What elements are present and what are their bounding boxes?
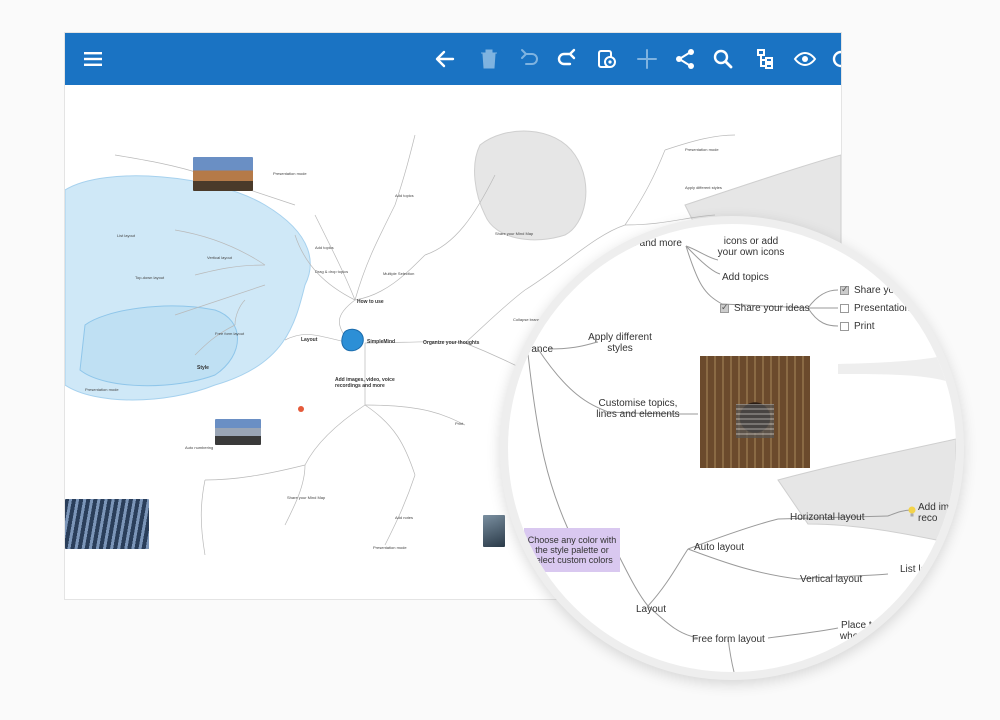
share-icon[interactable] — [669, 43, 701, 75]
mag-add-img[interactable]: Add ima reco — [918, 502, 955, 524]
small-node[interactable]: Presentation mode — [373, 545, 407, 550]
branch-layout[interactable]: Layout — [301, 337, 318, 343]
mag-customise[interactable]: Customise topics, lines and elements — [596, 398, 680, 420]
magnifier-lens: , voice and more icons or add your own i… — [500, 216, 964, 680]
central-node-shape — [341, 328, 364, 352]
redo-icon[interactable] — [551, 43, 583, 75]
small-node[interactable]: Presentation mode — [273, 171, 307, 176]
small-node[interactable]: Drag & drop topics — [315, 269, 349, 274]
mag-vertical-layout[interactable]: Vertical layout — [800, 574, 863, 585]
photo-partial — [483, 515, 505, 547]
mag-style-fragment: rance — [528, 344, 554, 355]
photo-bridge — [65, 499, 149, 549]
mag-place-topics[interactable]: Place topics where you w — [839, 620, 897, 642]
undo-icon[interactable] — [513, 43, 545, 75]
small-node[interactable]: Presentation mode — [685, 147, 719, 152]
small-node[interactable]: Add topics — [395, 193, 414, 198]
photo-street — [215, 419, 261, 445]
photo-city — [193, 157, 253, 191]
small-node[interactable]: Collapse branches — [513, 317, 547, 322]
small-node[interactable]: Share your Mind Map — [495, 231, 534, 236]
mag-check-print[interactable]: Print — [854, 321, 875, 332]
mag-add-topics[interactable]: Add topics — [722, 272, 769, 283]
back-arrow-icon[interactable] — [429, 43, 461, 75]
small-node[interactable]: Add topics — [315, 245, 334, 250]
style-palette-note[interactable]: Choose any color with the style palette … — [524, 528, 620, 572]
check-print[interactable] — [840, 322, 849, 331]
style-palette-icon[interactable] — [591, 43, 623, 75]
search-icon[interactable] — [707, 43, 739, 75]
mag-photo-interior — [700, 356, 810, 468]
central-topic[interactable]: SimpleMind — [367, 339, 396, 345]
small-node[interactable]: Free form layout — [215, 331, 245, 336]
view-eye-icon[interactable] — [789, 43, 821, 75]
small-node[interactable]: Top-down layout — [135, 275, 165, 280]
menu-icon[interactable] — [77, 43, 109, 75]
mag-apply-styles[interactable]: Apply different styles — [588, 332, 652, 354]
small-node[interactable]: Auto numbering — [185, 445, 214, 450]
toolbar — [65, 33, 841, 85]
branch-how-to-use[interactable]: How to use — [357, 299, 384, 305]
mag-voice-fragment: , voice and more — [608, 238, 682, 249]
mag-share-ideas[interactable]: Share your ideas — [734, 303, 810, 314]
small-node[interactable]: Share your Mind Map — [287, 495, 326, 500]
check-presentation[interactable] — [840, 304, 849, 313]
branch-organize[interactable]: Organize your thoughts — [423, 340, 480, 346]
branch-add-images[interactable]: Add images, video, voice recordings and … — [335, 377, 395, 389]
small-node[interactable]: Add notes — [395, 515, 414, 520]
mag-layout[interactable]: Layout — [636, 604, 667, 615]
small-node[interactable]: Multiple Selection — [383, 271, 415, 276]
layout-tree-icon[interactable] — [749, 43, 781, 75]
small-node[interactable]: Apply different styles — [685, 185, 722, 190]
zoom-icon[interactable] — [825, 43, 841, 75]
mag-horizontal-layout[interactable]: Horizontal layout — [790, 512, 865, 523]
branch-style[interactable]: Style — [197, 365, 209, 371]
magnifier-connections — [527, 245, 956, 672]
share-ideas-checkbox[interactable] — [720, 302, 729, 313]
mag-list-layout[interactable]: List layo — [900, 564, 937, 575]
check-share[interactable] — [840, 284, 849, 295]
mag-free-form[interactable]: Free form layout — [692, 634, 765, 645]
mag-check-presentation[interactable]: Presentation — [854, 303, 911, 314]
add-icon[interactable] — [631, 43, 663, 75]
small-node[interactable]: List layout — [117, 233, 136, 238]
small-node[interactable]: Presentation mode — [85, 387, 119, 392]
mag-auto-layout[interactable]: Auto layout — [694, 542, 745, 553]
trash-icon[interactable] — [473, 43, 505, 75]
small-node[interactable]: Vertical layout — [207, 255, 232, 260]
mag-icons-text[interactable]: icons or add your own icons — [717, 236, 785, 258]
mag-check-share[interactable]: Share you — [854, 285, 900, 296]
small-node[interactable]: Print — [455, 421, 464, 426]
lightbulb-icon — [908, 506, 916, 517]
